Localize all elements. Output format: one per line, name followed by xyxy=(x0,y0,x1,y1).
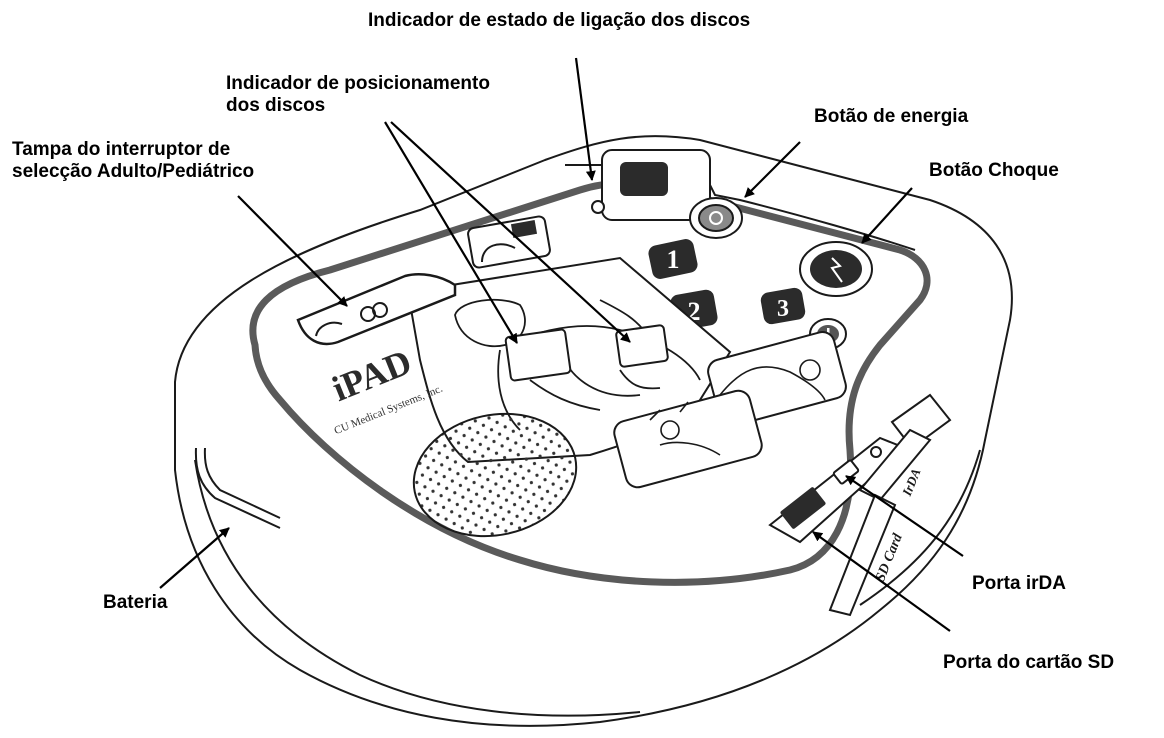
arrow-shock-button xyxy=(861,187,913,244)
step-1-badge xyxy=(648,239,698,279)
status-led-icon xyxy=(591,200,605,214)
arrow-power-button xyxy=(744,141,801,198)
step-3-badge xyxy=(760,287,806,325)
leader-arrows xyxy=(159,57,964,632)
label-power-button: Botão de energia xyxy=(814,106,968,128)
label-pad-status: Indicador de estado de ligação dos disco… xyxy=(368,10,750,32)
label-switch-cover: Tampa do interruptor de selecção Adulto/… xyxy=(12,139,254,183)
arrow-pad-status xyxy=(574,57,596,181)
step-3-text: 3 xyxy=(777,296,789,322)
pad-1-icon xyxy=(504,328,572,382)
label-switch-cover-line2: selecção Adulto/Pediátrico xyxy=(12,161,255,182)
pad-2-icon xyxy=(615,324,669,368)
torso-illustration xyxy=(406,256,732,464)
sd-flap xyxy=(828,493,897,617)
label-power-button-text: Botão de energia xyxy=(814,106,969,127)
label-shock-button-text: Botão Choque xyxy=(929,160,1059,181)
switch-cover[interactable] xyxy=(296,273,457,346)
pad-position-icon xyxy=(467,215,551,269)
speaker-grille xyxy=(412,412,578,538)
battery-handle xyxy=(194,447,281,529)
arrow-irda-port xyxy=(845,475,964,557)
sd-slot-icon xyxy=(780,487,826,529)
label-pad-status-text: Indicador de estado de ligação dos disco… xyxy=(368,10,751,31)
pad-connector xyxy=(591,149,711,221)
label-sd-port: Porta do cartão SD xyxy=(943,652,1114,674)
arrow-pad-position-left xyxy=(384,121,518,344)
shock-button[interactable] xyxy=(799,241,873,297)
label-pad-position-line2: dos discos xyxy=(226,95,326,116)
label-pad-position-line1: Indicador de posicionamento xyxy=(226,73,490,94)
step-1-text: 1 xyxy=(667,245,680,274)
label-pad-position: Indicador de posicionamento dos discos xyxy=(226,73,490,117)
label-shock-button: Botão Choque xyxy=(929,160,1059,182)
arrow-sd-port xyxy=(812,531,951,632)
label-irda-port-text: Porta irDA xyxy=(972,573,1066,594)
label-irda-port: Porta irDA xyxy=(972,573,1066,595)
arrow-switch-cover xyxy=(237,195,348,307)
label-battery-text: Bateria xyxy=(103,592,168,613)
power-icon xyxy=(709,211,723,225)
lightning-icon xyxy=(830,257,843,283)
power-button[interactable] xyxy=(689,197,743,239)
arrow-battery xyxy=(159,527,230,589)
label-battery: Bateria xyxy=(103,592,167,614)
arrow-pad-position-right xyxy=(390,121,631,343)
stand-clear-panel xyxy=(613,389,763,489)
label-sd-port-text: Porta do cartão SD xyxy=(943,652,1115,673)
label-switch-cover-line1: Tampa do interruptor de xyxy=(12,139,231,160)
